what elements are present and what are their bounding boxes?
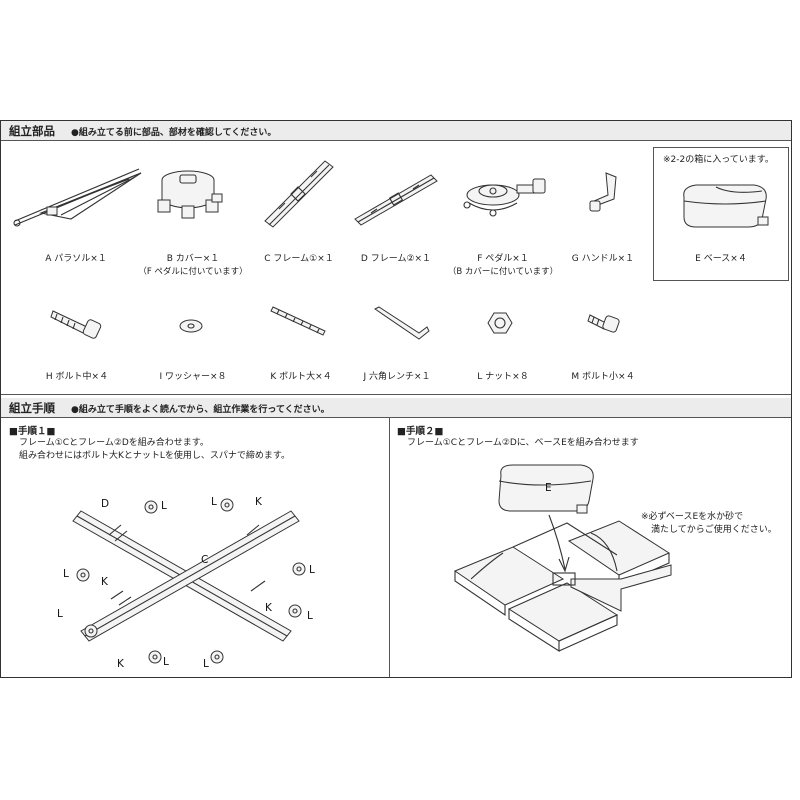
step2-note2: 満たしてからご使用ください。 xyxy=(651,525,777,535)
step1-title: ■手順１■ xyxy=(9,426,56,437)
step2-base-diagram: E xyxy=(453,464,672,653)
step2-title: ■手順２■ xyxy=(397,426,444,437)
label-k-4: K xyxy=(117,658,125,670)
part-label-b: B カバー×１ xyxy=(166,254,220,264)
bolt-medium-icon xyxy=(50,310,102,339)
parts-title: 組立部品 xyxy=(9,124,55,138)
parasol-icon xyxy=(13,168,142,227)
parts-header: 組立部品 ●組み立てる前に部品、部材を確認してください。 xyxy=(1,121,791,141)
part-label-c: C フレーム①×１ xyxy=(264,254,334,264)
label-l-4: L xyxy=(309,564,315,576)
frame-1-icon xyxy=(264,160,334,228)
pedal-icon xyxy=(463,178,546,217)
label-l-3: L xyxy=(63,568,69,580)
base-icon xyxy=(683,184,769,228)
box-note: ※2-2の箱に入っています。 xyxy=(663,155,774,165)
down-arrow-icon xyxy=(548,514,566,570)
step-divider xyxy=(389,418,390,677)
assembly-note: ●組み立て手順をよく読んでから、組立作業を行ってください。 xyxy=(71,405,330,415)
base-assembly-icon xyxy=(453,520,672,653)
part-label-e: E ベース×４ xyxy=(695,254,747,264)
bolt-small-icon xyxy=(587,314,620,333)
part-label-i: I ワッシャー×８ xyxy=(159,372,227,382)
label-k-2: K xyxy=(101,576,109,588)
label-l-7: L xyxy=(163,656,169,668)
instruction-sheet: 組立部品 ●組み立てる前に部品、部材を確認してください。 ※2-2の箱に入ってい… xyxy=(0,120,792,678)
nut-icon xyxy=(487,312,513,334)
base-e-icon xyxy=(498,464,594,514)
handle-icon xyxy=(589,172,617,212)
label-l-5: L xyxy=(57,608,63,620)
parts-note: ●組み立てる前に部品、部材を確認してください。 xyxy=(71,128,277,138)
part-label-f: F ペダル×１ xyxy=(477,254,529,264)
label-c: C xyxy=(201,554,208,566)
assembly-title: 組立手順 xyxy=(9,401,55,415)
label-l-2: L xyxy=(211,496,217,508)
part-label-k: K ボルト大×４ xyxy=(270,372,332,382)
part-sub-b: （F ペダルに付いています） xyxy=(138,267,248,277)
washer-icon xyxy=(179,319,203,333)
step2-note1: ※必ずベースEを水か砂で xyxy=(641,512,744,522)
cover-icon xyxy=(157,170,223,219)
part-label-a: A パラソル×１ xyxy=(45,254,107,264)
part-label-l: L ナット×８ xyxy=(477,372,529,382)
part-label-g: G ハンドル×１ xyxy=(571,254,635,264)
section-divider xyxy=(1,394,791,395)
part-label-d: D フレーム②×１ xyxy=(360,254,432,264)
nut-l-icon xyxy=(76,498,306,664)
step1-frame-diagram: D C L L K L K L L K L K L L xyxy=(57,496,315,670)
label-l-1: L xyxy=(161,500,167,512)
step1-line2: 組み合わせにはボルト大KとナットLを使用し、スパナで締めます。 xyxy=(19,451,291,461)
frame-2-icon xyxy=(354,174,438,226)
label-k-3: K xyxy=(265,602,273,614)
step2-line1: フレーム①Cとフレーム②Dに、ベースEを組み合わせます xyxy=(407,438,639,448)
part-label-h: H ボルト中×４ xyxy=(45,372,109,382)
label-l-8: L xyxy=(203,658,209,670)
label-k-1: K xyxy=(255,496,263,508)
part-label-j: J 六角レンチ×１ xyxy=(363,372,431,382)
part-label-m: M ボルト小×４ xyxy=(571,372,635,382)
part-sub-f: （B カバーに付いています） xyxy=(447,267,559,277)
label-l-6: L xyxy=(307,610,313,622)
step1-line1: フレーム①Cとフレーム②Dを組み合わせます。 xyxy=(19,438,209,448)
base-box xyxy=(653,147,789,281)
label-d: D xyxy=(101,498,109,510)
hex-wrench-icon xyxy=(374,306,430,340)
base-label-e: E xyxy=(545,482,552,494)
bolt-k-icon xyxy=(108,524,266,606)
bolt-large-icon xyxy=(270,306,326,336)
assembly-header: 組立手順 ●組み立て手順をよく読んでから、組立作業を行ってください。 xyxy=(1,398,791,418)
